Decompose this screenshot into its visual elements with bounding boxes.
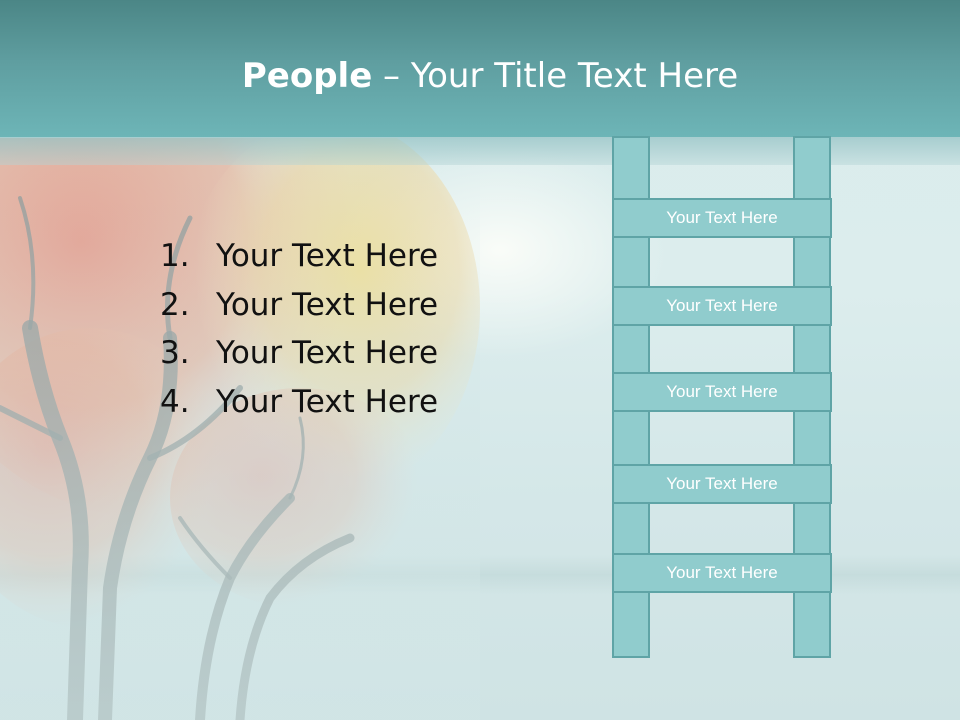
list-item: 3. Your Text Here xyxy=(160,329,438,378)
list-item: 1. Your Text Here xyxy=(160,232,438,281)
ladder-rung-2[interactable]: Your Text Here xyxy=(612,286,832,326)
ladder-rung-label: Your Text Here xyxy=(666,208,778,227)
ladder-rung-1[interactable]: Your Text Here xyxy=(612,198,832,238)
autumn-tree-image xyxy=(0,138,480,720)
ladder-rung-5[interactable]: Your Text Here xyxy=(612,553,832,593)
list-item-text: Your Text Here xyxy=(216,238,439,274)
numbered-list[interactable]: 1. Your Text Here 2. Your Text Here 3. Your… xyxy=(160,232,438,426)
list-item-text: Your Text Here xyxy=(216,335,439,371)
ladder-rung-label: Your Text Here xyxy=(666,296,778,315)
title-bar xyxy=(0,0,960,137)
list-number: 2. xyxy=(160,286,190,323)
list-item: 2. Your Text Here xyxy=(160,281,438,330)
ladder-rung-label: Your Text Here xyxy=(666,382,778,401)
list-item: 4. Your Text Here xyxy=(160,378,438,427)
list-number: 4. xyxy=(160,383,190,420)
list-number: 3. xyxy=(160,335,190,371)
ladder-rung-4[interactable]: Your Text Here xyxy=(612,464,832,504)
list-item-text: Your Text Here xyxy=(216,383,439,420)
list-number: 1. xyxy=(160,238,190,274)
list-item-text: Your Text Here xyxy=(216,286,439,323)
ladder-rung-3[interactable]: Your Text Here xyxy=(612,372,832,412)
slide-title[interactable]: People – Your Title Text Here xyxy=(0,56,960,96)
title-rest-part: – Your Title Text Here xyxy=(372,56,739,96)
ladder-rung-label: Your Text Here xyxy=(666,563,778,582)
ladder-rung-label: Your Text Here xyxy=(666,474,778,493)
title-bold-part: People xyxy=(241,56,373,96)
